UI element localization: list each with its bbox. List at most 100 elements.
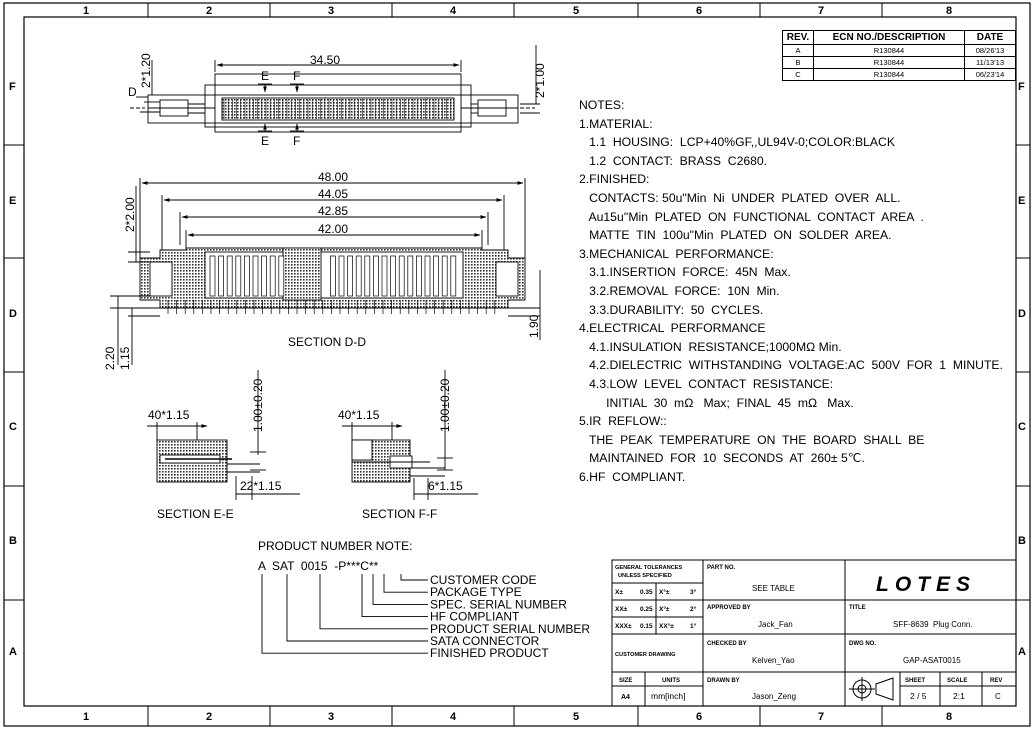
grid-column-label: 8 xyxy=(946,711,952,723)
part-no-label: PART NO. xyxy=(707,565,736,571)
contact-pin xyxy=(407,255,414,297)
tolerance-cell: X°± xyxy=(659,605,670,613)
section-mark-e-bottom: E xyxy=(261,134,269,148)
section-mark-d: D xyxy=(128,85,137,99)
sheet-label: SHEET xyxy=(905,678,925,684)
rev-header: REV. xyxy=(782,30,814,45)
tolerance-cell: 2° xyxy=(690,605,697,613)
product-number-label: FINISHED PRODUCT xyxy=(430,646,549,660)
dim-1-90: 1.90 xyxy=(527,314,541,338)
note-line: 1.2 CONTACT: BRASS C2680. xyxy=(579,153,768,168)
rev-value: C xyxy=(995,692,1001,701)
grid-row-label: E xyxy=(1018,195,1025,207)
note-line: 2.FINISHED: xyxy=(579,172,650,187)
leader-line xyxy=(286,574,428,642)
section-dd-contacts xyxy=(167,255,496,314)
table-row: A R130844 08/26'13 xyxy=(782,44,1016,57)
grid-row-label: F xyxy=(1018,81,1025,93)
product-number-label: SPEC. SERIAL NUMBER xyxy=(430,597,567,611)
contact-pin xyxy=(416,255,422,297)
product-number-label: HF COMPLIANT xyxy=(430,610,520,624)
tolerance-cell: 3° xyxy=(690,588,697,596)
grid-row-label: B xyxy=(9,535,17,547)
grid-column-label: 7 xyxy=(818,711,824,723)
note-line: 4.1.INSULATION RESISTANCE;1000MΩ Min. xyxy=(579,339,842,354)
note-line: 1.MATERIAL: xyxy=(579,116,653,131)
grid-row-label: F xyxy=(9,81,16,93)
note-line: 5.IR REFLOW:: xyxy=(579,414,667,429)
leader-line xyxy=(383,574,428,593)
tol-title-1: GENERAL TOLERANCES xyxy=(615,565,683,571)
units-label: UNITS xyxy=(662,678,680,684)
note-line: INITIAL 30 mΩ Max; FINAL 45 mΩ Max. xyxy=(579,395,854,410)
contact-pin xyxy=(226,255,233,297)
scale-label: SCALE xyxy=(947,678,967,684)
grid-row-label: C xyxy=(1018,421,1026,433)
note-line: 3.2.REMOVAL FORCE: 10N Min. xyxy=(579,283,780,298)
note-line: THE PEAK TEMPERATURE ON THE BOARD SHALL … xyxy=(579,432,925,447)
leader-line xyxy=(400,574,428,581)
dim-ee-40x1-15: 40*1.15 xyxy=(148,408,190,422)
rev-label: REV xyxy=(990,678,1002,684)
tolerance-cell: 0.25 xyxy=(640,606,653,613)
grid-column-label: 5 xyxy=(573,5,579,17)
contact-pin xyxy=(218,255,224,297)
contact-pin xyxy=(441,255,448,297)
dim-34-50: 34.50 xyxy=(310,53,340,67)
grid-column-label: 3 xyxy=(328,711,334,723)
grid-column-label: 1 xyxy=(83,5,89,17)
part-no-value: SEE TABLE xyxy=(752,584,795,593)
grid-column-label: 6 xyxy=(696,711,702,723)
rev-cell: C xyxy=(782,68,814,81)
contact-pin xyxy=(381,255,388,297)
contact-pin xyxy=(433,255,439,297)
checked-value: Kelven_Yao xyxy=(752,656,795,665)
sheet-value: 2 / 5 xyxy=(910,691,927,701)
title-value: SFF-8639 Plug Conn. xyxy=(893,620,973,629)
grid-row-label: D xyxy=(1018,308,1026,320)
dim-2x1-00: 2*1.00 xyxy=(533,63,547,98)
date-cell: 08/26'13 xyxy=(964,44,1016,57)
approved-value: Jack_Fan xyxy=(758,620,793,629)
note-line: Au15u''Min PLATED ON FUNCTIONAL CONTACT … xyxy=(579,209,924,224)
product-number-label: CUSTOMER CODE xyxy=(430,573,536,587)
note-line: 1.1 HOUSING: LCP+40%GF,,UL94V-0;COLOR:BL… xyxy=(579,135,895,150)
dwg-no-value: GAP-ASAT0015 xyxy=(903,656,961,665)
table-row: C R130844 06/23'14 xyxy=(782,68,1016,81)
tolerance-cell: X°± xyxy=(659,588,670,596)
product-number-title: PRODUCT NUMBER NOTE: xyxy=(258,539,412,553)
projection-symbol-icon xyxy=(849,677,894,701)
revision-table: REV. ECN NO./DESCRIPTION DATE A R130844 … xyxy=(782,30,1016,81)
contact-pin xyxy=(398,255,405,297)
note-line: 3.1.INSERTION FORCE: 45N Max. xyxy=(579,265,791,280)
checked-label: CHECKED BY xyxy=(707,641,747,647)
contact-pin xyxy=(244,255,250,297)
leader-line xyxy=(361,574,428,618)
grid-row-label: D xyxy=(9,308,17,320)
approved-label: APPROVED BY xyxy=(707,605,751,611)
note-line: 4.2.DIELECTRIC WITHSTANDING VOLTAGE:AC 5… xyxy=(579,358,1003,373)
tolerance-cell: XX°± xyxy=(659,622,674,630)
top-view-pins xyxy=(223,99,452,119)
dim-2x2-00: 2*2.00 xyxy=(123,197,137,232)
dim-48-00: 48.00 xyxy=(318,170,348,184)
contact-pin xyxy=(261,255,267,297)
sheet-border xyxy=(3,2,1031,727)
drawn-label: DRAWN BY xyxy=(707,678,740,684)
note-line: 3.3.DURABILITY: 50 CYCLES. xyxy=(579,302,764,317)
product-number-label: PRODUCT SERIAL NUMBER xyxy=(430,622,590,636)
customer-drawing-label: CUSTOMER DRAWING xyxy=(615,652,676,658)
dim-ee-1-00: 1.00±0.20 xyxy=(251,378,265,432)
dim-ff-1-00: 1.00±0.20 xyxy=(438,378,452,432)
section-ee-caption: SECTION E-E xyxy=(157,507,234,521)
grid-ticks xyxy=(4,3,1030,726)
contact-pin xyxy=(355,255,362,297)
note-line: MAINTAINED FOR 10 SECONDS AT 260± 5℃. xyxy=(579,451,865,466)
dim-44-05: 44.05 xyxy=(318,187,348,201)
dim-42-00: 42.00 xyxy=(318,222,348,236)
notes-heading: NOTES: xyxy=(579,98,625,112)
date-cell: 11/13'13 xyxy=(964,56,1016,69)
